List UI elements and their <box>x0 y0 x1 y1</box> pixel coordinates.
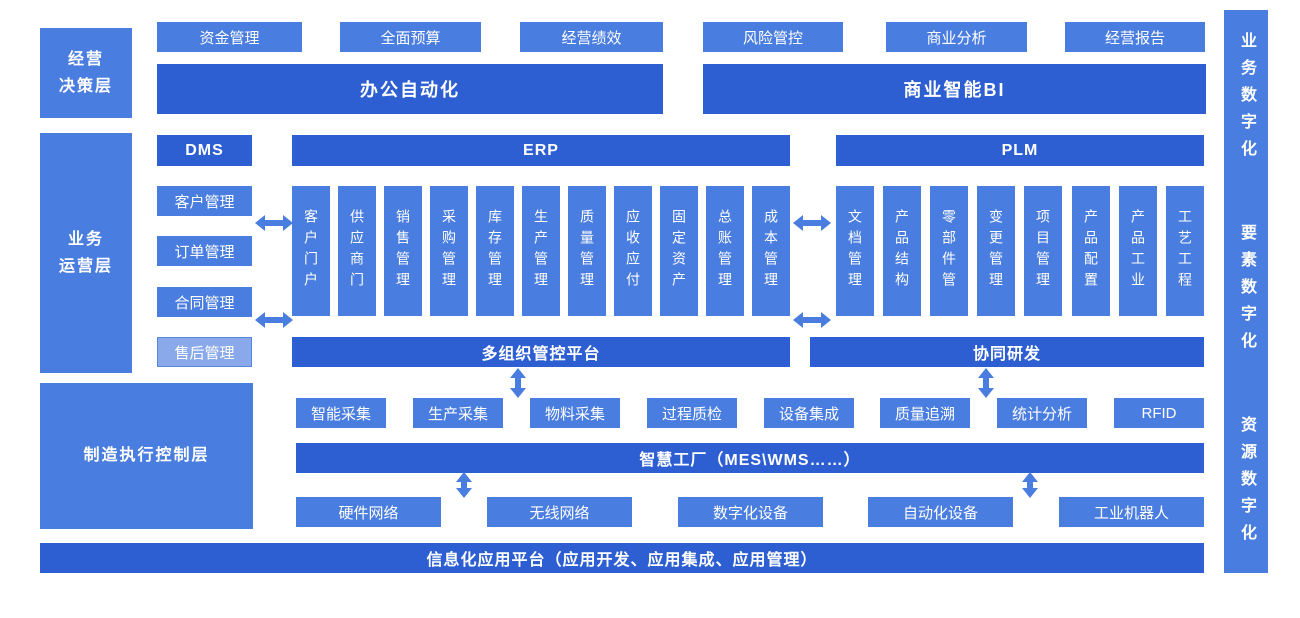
mes-box-quality-trace: 质量追溯 <box>880 398 970 428</box>
mes-box-rfid: RFID <box>1114 398 1204 428</box>
layer-manufacturing-label: 制造执行控制层 <box>40 383 253 529</box>
erp-module: 供应商门 <box>338 186 376 316</box>
top-box-performance: 经营绩效 <box>520 22 663 52</box>
erp-module: 总账管理 <box>706 186 744 316</box>
mes-box-statistics: 统计分析 <box>997 398 1087 428</box>
erp-header: ERP <box>292 135 790 166</box>
plm-module: 零部件管 <box>930 186 968 316</box>
mes-box-process-inspection: 过程质检 <box>647 398 737 428</box>
dms-header: DMS <box>157 135 252 166</box>
dms-item-contract: 合同管理 <box>157 287 252 317</box>
layer-operation-label: 业务 运营层 <box>40 133 132 373</box>
smart-factory-bar: 智慧工厂（MES\WMS……） <box>296 443 1204 473</box>
dms-item-aftersale: 售后管理 <box>157 337 252 367</box>
erp-module: 采购管理 <box>430 186 468 316</box>
dms-erp-arrow-top-icon <box>255 215 293 231</box>
mes-box-device-integration: 设备集成 <box>764 398 854 428</box>
mes-box-material-collect: 物料采集 <box>530 398 620 428</box>
right-digitalization-panel: 业务数字化 要素数字化 资源数字化 <box>1224 10 1268 573</box>
plm-module: 文档管理 <box>836 186 874 316</box>
factory-device-arrow-right-icon <box>1022 472 1038 498</box>
top-box-risk: 风险管控 <box>703 22 843 52</box>
dms-item-customer: 客户管理 <box>157 186 252 216</box>
bi-bar: 商业智能BI <box>703 64 1206 114</box>
platform-bar: 信息化应用平台（应用开发、应用集成、应用管理） <box>40 543 1204 573</box>
top-box-analysis: 商业分析 <box>886 22 1027 52</box>
collab-mes-arrow-icon <box>978 368 994 398</box>
top-box-report: 经营报告 <box>1065 22 1205 52</box>
erp-module: 应收应付 <box>614 186 652 316</box>
right-panel-item-factor: 要素数字化 <box>1238 224 1255 359</box>
erp-module: 销售管理 <box>384 186 422 316</box>
erp-module: 成本管理 <box>752 186 790 316</box>
top-box-budget: 全面预算 <box>340 22 481 52</box>
device-box-hardware-network: 硬件网络 <box>296 497 441 527</box>
dms-erp-arrow-bottom-icon <box>255 312 293 328</box>
collab-rd-bar: 协同研发 <box>810 337 1204 367</box>
erp-module: 客户门户 <box>292 186 330 316</box>
device-box-digital-equipment: 数字化设备 <box>678 497 823 527</box>
multiorg-mes-arrow-icon <box>510 368 526 398</box>
layer-decision-label: 经营 决策层 <box>40 28 132 118</box>
erp-module: 生产管理 <box>522 186 560 316</box>
erp-module: 库存管理 <box>476 186 514 316</box>
erp-plm-arrow-top-icon <box>793 215 831 231</box>
mes-box-smart-collect: 智能采集 <box>296 398 386 428</box>
plm-module: 工艺工程 <box>1166 186 1204 316</box>
device-box-automation-equipment: 自动化设备 <box>868 497 1013 527</box>
right-panel-item-resource: 资源数字化 <box>1238 416 1255 551</box>
plm-module: 产品结构 <box>883 186 921 316</box>
plm-module: 产品配置 <box>1072 186 1110 316</box>
oa-bar: 办公自动化 <box>157 64 663 114</box>
dms-item-order: 订单管理 <box>157 236 252 266</box>
erp-plm-arrow-bottom-icon <box>793 312 831 328</box>
factory-device-arrow-left-icon <box>456 472 472 498</box>
device-box-industrial-robot: 工业机器人 <box>1059 497 1204 527</box>
plm-header: PLM <box>836 135 1204 166</box>
plm-module: 变更管理 <box>977 186 1015 316</box>
plm-module: 项目管理 <box>1024 186 1062 316</box>
multi-org-bar: 多组织管控平台 <box>292 337 790 367</box>
right-panel-item-business: 业务数字化 <box>1238 32 1255 167</box>
erp-module: 固定资产 <box>660 186 698 316</box>
plm-module: 产品工业 <box>1119 186 1157 316</box>
top-box-funds: 资金管理 <box>157 22 302 52</box>
mes-box-production-collect: 生产采集 <box>413 398 503 428</box>
erp-module: 质量管理 <box>568 186 606 316</box>
device-box-wireless-network: 无线网络 <box>487 497 632 527</box>
